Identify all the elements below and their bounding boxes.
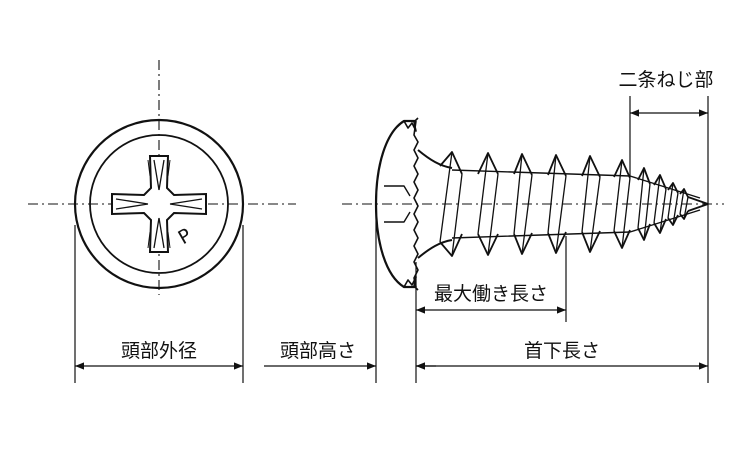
thread-flanks [439,151,689,257]
max-effective-length-label: 最大働き長さ [434,283,548,305]
double-thread-label: 二条ねじ部 [618,69,713,91]
neck-length-label: 首下長さ [524,340,600,362]
head-inner-circle [89,134,229,274]
head-outer-diameter-label: 頭部外径 [121,340,197,362]
head-dome [374,119,416,289]
screw-side-view [342,117,724,291]
p-mark: P [174,224,195,249]
phillips-recess [111,155,207,253]
thread-crests-bottom [439,210,689,257]
head-front-view [28,60,296,295]
neck [417,149,453,259]
head-height-label: 頭部高さ [280,340,356,362]
head-serration-top [403,117,419,132]
head-outer-circle [73,118,245,290]
thread-root-top [451,169,701,199]
